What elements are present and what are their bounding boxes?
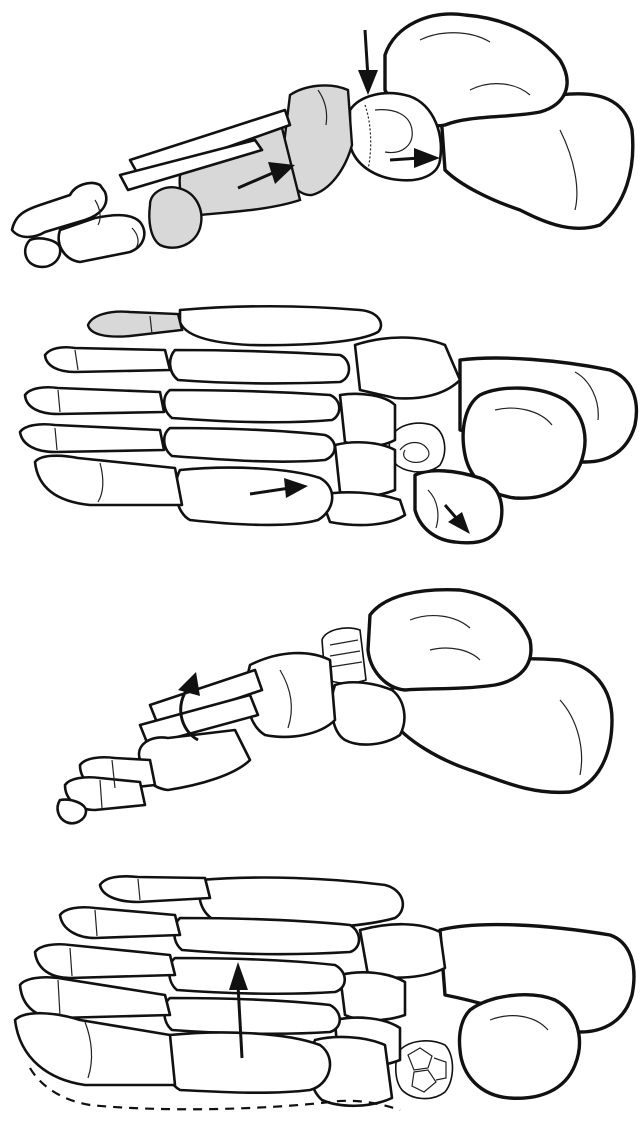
panel-2-cuboid-osteotomy (415, 471, 502, 543)
panel-2-metatarsal-1 (180, 306, 381, 345)
panel-2-metatarsal-3 (164, 390, 339, 422)
panel-1-metatarsal-head (149, 187, 201, 247)
panel-2-toe-1-tip-shaded (88, 312, 182, 337)
panel-1-lateral-foot (12, 14, 633, 267)
panel-3-lateral-foot (58, 590, 612, 824)
panel-2-metatarsal-4 (164, 428, 335, 462)
panel-3-talus (368, 590, 531, 690)
panel-2-metatarsal-5 (176, 468, 333, 525)
panel-4-dorsal-foot (15, 876, 634, 1110)
panel-2-metatarsal-2 (170, 350, 349, 383)
panel-4-talus (459, 995, 579, 1098)
panel-2-dorsal-foot (20, 306, 636, 543)
panel-2-bone-graft (389, 423, 444, 472)
panel-1-arrow-down (358, 30, 378, 95)
panel-4-bone-graft (396, 1041, 453, 1099)
